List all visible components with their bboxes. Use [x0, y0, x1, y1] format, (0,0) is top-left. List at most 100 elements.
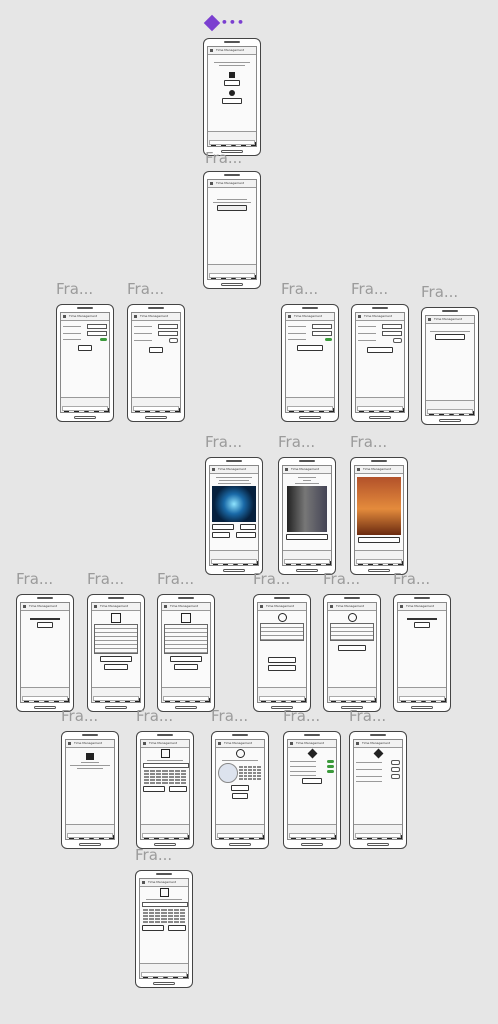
clock-icon[interactable]	[280, 689, 287, 702]
wrench-icon[interactable]	[240, 133, 247, 146]
home-icon[interactable]	[174, 399, 180, 412]
megaphone-icon[interactable]	[357, 552, 364, 565]
home-icon[interactable]	[183, 826, 189, 839]
phone-frame-pdf-2[interactable]: Time Management	[393, 594, 451, 712]
megaphone-icon[interactable]	[134, 399, 141, 412]
component-icon[interactable]: •••	[203, 13, 245, 33]
clock-icon[interactable]	[88, 826, 95, 839]
phone-frame-quote-mlk[interactable]: Time Management	[278, 457, 336, 575]
phone-frame-signin-1[interactable]: Time Management	[56, 304, 114, 422]
home-icon[interactable]	[397, 552, 403, 565]
calendar-icon[interactable]	[270, 689, 277, 702]
phone-home-button[interactable]	[223, 569, 245, 572]
home-icon[interactable]	[63, 689, 69, 702]
phone-home-button[interactable]	[105, 706, 127, 709]
calendar-icon[interactable]	[220, 133, 227, 146]
clock-icon[interactable]	[376, 826, 383, 839]
calendar-icon[interactable]	[33, 689, 40, 702]
clock-icon[interactable]	[448, 402, 455, 415]
megaphone-icon[interactable]	[210, 266, 217, 279]
wrench-icon[interactable]	[315, 552, 322, 565]
wrench-icon[interactable]	[318, 399, 325, 412]
wrench-icon[interactable]	[93, 399, 100, 412]
clock-icon[interactable]	[83, 399, 90, 412]
clock-icon[interactable]	[43, 689, 50, 702]
phone-home-button[interactable]	[411, 706, 433, 709]
wrench-icon[interactable]	[387, 552, 394, 565]
calendar-icon[interactable]	[340, 689, 347, 702]
phone-frame-clock[interactable]: Time Management	[211, 731, 269, 849]
calendar-icon[interactable]	[368, 399, 375, 412]
home-icon[interactable]	[250, 266, 256, 279]
clock-icon[interactable]	[378, 399, 385, 412]
phone-frame-calendar-2[interactable]: Time Management	[135, 870, 193, 988]
clock-icon[interactable]	[230, 266, 237, 279]
wrench-icon[interactable]	[320, 826, 327, 839]
megaphone-icon[interactable]	[68, 826, 75, 839]
home-icon[interactable]	[370, 689, 376, 702]
home-icon[interactable]	[398, 399, 404, 412]
calendar-icon[interactable]	[220, 266, 227, 279]
megaphone-icon[interactable]	[260, 689, 267, 702]
home-icon[interactable]	[103, 399, 109, 412]
calendar-icon[interactable]	[104, 689, 111, 702]
phone-home-button[interactable]	[79, 843, 101, 846]
wrench-icon[interactable]	[172, 965, 179, 978]
phone-home-button[interactable]	[271, 706, 293, 709]
home-icon[interactable]	[440, 689, 446, 702]
home-icon[interactable]	[108, 826, 114, 839]
clock-icon[interactable]	[184, 689, 191, 702]
phone-frame-quote-orange[interactable]: Time Management	[350, 457, 408, 575]
phone-home-button[interactable]	[74, 416, 96, 419]
home-icon[interactable]	[300, 689, 306, 702]
wrench-icon[interactable]	[124, 689, 131, 702]
clock-icon[interactable]	[310, 826, 317, 839]
wrench-icon[interactable]	[386, 826, 393, 839]
phone-home-button[interactable]	[341, 706, 363, 709]
calendar-icon[interactable]	[222, 552, 229, 565]
clock-icon[interactable]	[305, 552, 312, 565]
phone-home-button[interactable]	[369, 416, 391, 419]
phone-frame-timer-1[interactable]: Time Management	[253, 594, 311, 712]
home-icon[interactable]	[325, 552, 331, 565]
wrench-icon[interactable]	[388, 399, 395, 412]
megaphone-icon[interactable]	[290, 826, 297, 839]
phone-home-button[interactable]	[34, 706, 56, 709]
megaphone-icon[interactable]	[164, 689, 171, 702]
clock-icon[interactable]	[162, 965, 169, 978]
calendar-icon[interactable]	[73, 399, 80, 412]
megaphone-icon[interactable]	[330, 689, 337, 702]
phone-home-button[interactable]	[368, 569, 390, 572]
phone-frame-settings-1[interactable]: Time Management	[283, 731, 341, 849]
calendar-icon[interactable]	[366, 826, 373, 839]
clock-icon[interactable]	[238, 826, 245, 839]
megaphone-icon[interactable]	[288, 399, 295, 412]
phone-frame-signup-1[interactable]: Time Management	[281, 304, 339, 422]
megaphone-icon[interactable]	[63, 399, 70, 412]
phone-home-button[interactable]	[301, 843, 323, 846]
home-icon[interactable]	[330, 826, 336, 839]
wrench-icon[interactable]	[242, 552, 249, 565]
megaphone-icon[interactable]	[212, 552, 219, 565]
home-icon[interactable]	[258, 826, 264, 839]
phone-home-button[interactable]	[175, 706, 197, 709]
phone-home-button[interactable]	[296, 569, 318, 572]
calendar-icon[interactable]	[300, 826, 307, 839]
clock-icon[interactable]	[377, 552, 384, 565]
megaphone-icon[interactable]	[143, 826, 150, 839]
phone-frame-signin-gate[interactable]: Time Management	[203, 171, 261, 289]
phone-frame-notify[interactable]: Time Management	[61, 731, 119, 849]
phone-frame-tasks-2[interactable]: Time Management	[157, 594, 215, 712]
megaphone-icon[interactable]	[142, 965, 149, 978]
clock-icon[interactable]	[114, 689, 121, 702]
megaphone-icon[interactable]	[94, 689, 101, 702]
clock-icon[interactable]	[154, 399, 161, 412]
home-icon[interactable]	[182, 965, 188, 978]
wrench-icon[interactable]	[53, 689, 60, 702]
calendar-icon[interactable]	[367, 552, 374, 565]
megaphone-icon[interactable]	[428, 402, 435, 415]
phone-home-button[interactable]	[439, 419, 461, 422]
calendar-icon[interactable]	[174, 689, 181, 702]
wrench-icon[interactable]	[173, 826, 180, 839]
calendar-icon[interactable]	[152, 965, 159, 978]
